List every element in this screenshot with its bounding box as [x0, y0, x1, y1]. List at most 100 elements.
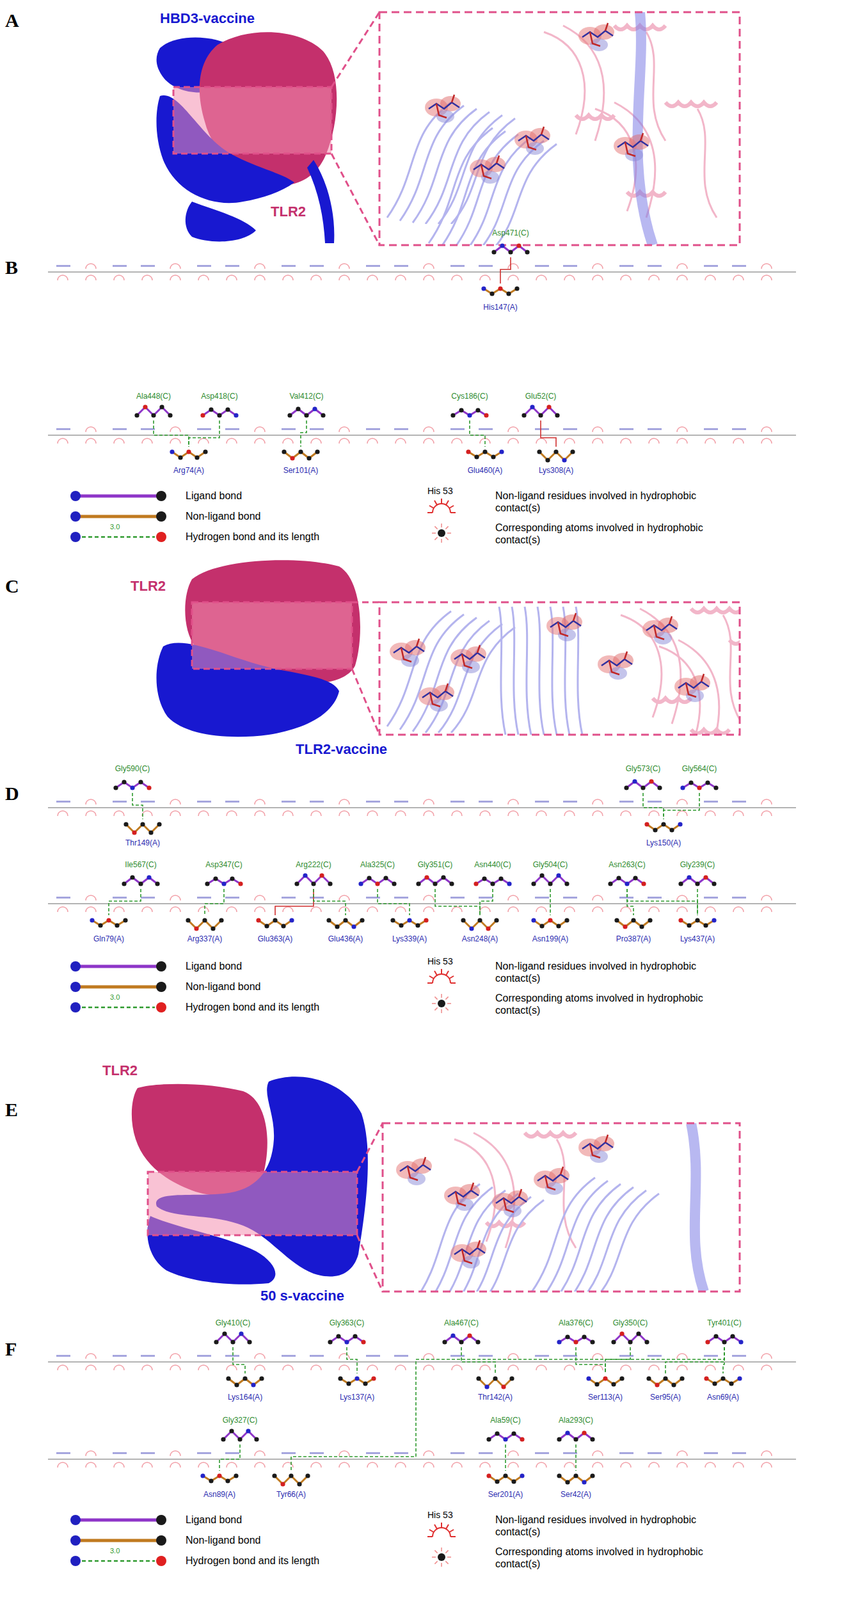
- hydrophobic-arc: [761, 1462, 772, 1468]
- atom: [129, 874, 135, 880]
- atom: [652, 827, 658, 832]
- atom: [423, 917, 429, 923]
- atom: [415, 881, 421, 886]
- residue-label: Asp418(C): [199, 391, 240, 402]
- atom: [362, 1380, 368, 1386]
- atom: [326, 917, 331, 923]
- residue-node: Gly590(C): [110, 764, 155, 793]
- residue-node: Thr149(A): [120, 819, 165, 848]
- hydrophobic-arc: [310, 1364, 322, 1370]
- hydrophobic-ray: [450, 1535, 456, 1537]
- atom: [289, 917, 294, 923]
- hydrophobic-arc: [170, 1364, 181, 1370]
- hydrophobic-arc: [432, 1527, 451, 1537]
- legend-sample: [70, 961, 167, 972]
- residue-mark: [647, 264, 662, 267]
- atom: [703, 1375, 709, 1381]
- legend-sample: [70, 1535, 167, 1546]
- hydrophobic-arc: [170, 426, 181, 432]
- hydrophobic-arc: [564, 1462, 575, 1468]
- hydrophobic-arc: [113, 275, 125, 281]
- atom: [460, 917, 466, 923]
- residue-node: Lys150(A): [641, 819, 686, 848]
- atom: [614, 917, 619, 923]
- atom: [295, 406, 301, 411]
- residue-structure: [122, 819, 164, 839]
- hydrophobic-arc: [676, 799, 688, 805]
- hydrophobic-arc: [564, 906, 575, 912]
- hydrophobic-arc: [339, 275, 350, 281]
- residue-node: Asp347(C): [202, 859, 246, 889]
- atom: [335, 1333, 341, 1338]
- hydrophobic-arc: [113, 1462, 125, 1468]
- atom: [159, 404, 164, 409]
- zoom-frame: [382, 1122, 740, 1292]
- atom: [711, 917, 717, 923]
- hydrophobic-ray: [440, 1522, 443, 1528]
- hydrophobic-arc: [395, 438, 406, 444]
- atom: [553, 449, 558, 454]
- hydrophobic-arc: [592, 906, 603, 912]
- hydrophobic-arc: [508, 1364, 519, 1370]
- hydrophobic-arc: [648, 1462, 660, 1468]
- residue-node: Asn89(A): [197, 1470, 242, 1500]
- residue-mark: [140, 428, 155, 430]
- hydrophobic-arc: [367, 438, 378, 444]
- residue-label: Asp347(C): [203, 859, 245, 870]
- atom: [123, 821, 128, 827]
- atom: [475, 407, 480, 413]
- hydrogen-bond: [605, 1346, 631, 1374]
- residue-mark: [647, 896, 662, 899]
- atom: [712, 1380, 717, 1386]
- hydrophobic-arc: [479, 810, 491, 816]
- hydrophobic-ray: [434, 1524, 438, 1529]
- residue-structure: [702, 1373, 744, 1393]
- residue-node: His147(A): [478, 283, 523, 313]
- atom: [352, 1333, 358, 1338]
- hydrophobic-arc: [198, 1364, 209, 1370]
- residue-label: Glu460(A): [464, 465, 506, 476]
- structure-label: His 53: [427, 955, 454, 967]
- panel-letter: A: [5, 8, 20, 32]
- residue-mark: [225, 264, 240, 267]
- residue-mark: [56, 264, 71, 267]
- hydrogen-bond: [291, 1346, 725, 1471]
- residue-node: Asn263(C): [605, 859, 649, 889]
- hydrophobic-arc: [733, 1462, 744, 1468]
- atom: [254, 1436, 259, 1442]
- atom: [619, 1330, 624, 1336]
- hydrophobic-arc: [676, 438, 688, 444]
- hydrophobic-arc: [508, 426, 519, 432]
- residue-label: His147(A): [479, 302, 521, 313]
- contact-ray: [440, 538, 443, 543]
- residue-mark: [309, 896, 324, 899]
- residue-structure: [529, 869, 571, 889]
- hydrophobic-ray: [445, 970, 449, 976]
- residue-mark: [478, 1354, 493, 1357]
- atom: [151, 412, 156, 418]
- residue-mark: [647, 800, 662, 803]
- residue-label: Ala59(C): [485, 1415, 526, 1426]
- atom: [581, 1334, 587, 1339]
- residue-node: Gly239(C): [675, 859, 720, 889]
- residue-mark: [281, 896, 296, 899]
- residue-node: Glu363(A): [253, 915, 297, 944]
- hydrophobic-arc: [254, 1450, 265, 1456]
- receptor-surface: [184, 559, 361, 684]
- atom: [114, 922, 120, 928]
- atom: [374, 881, 380, 886]
- hydrophobic-arc: [113, 438, 125, 444]
- residue-node: Tyr401(C): [702, 1318, 747, 1347]
- hydrogen-bond: [723, 1346, 725, 1374]
- contact-ray: [440, 1562, 443, 1567]
- atom: [561, 457, 567, 462]
- hydrophobic-arc: [254, 1353, 265, 1359]
- atom: [632, 778, 637, 784]
- atom: [502, 1473, 508, 1478]
- atom: [494, 1478, 500, 1484]
- residue-mark: [394, 428, 409, 430]
- legend-text: Corresponding atoms involved in hydropho…: [495, 1545, 739, 1570]
- residue-mark: [197, 896, 212, 899]
- residue-node: Gln79(A): [87, 915, 131, 944]
